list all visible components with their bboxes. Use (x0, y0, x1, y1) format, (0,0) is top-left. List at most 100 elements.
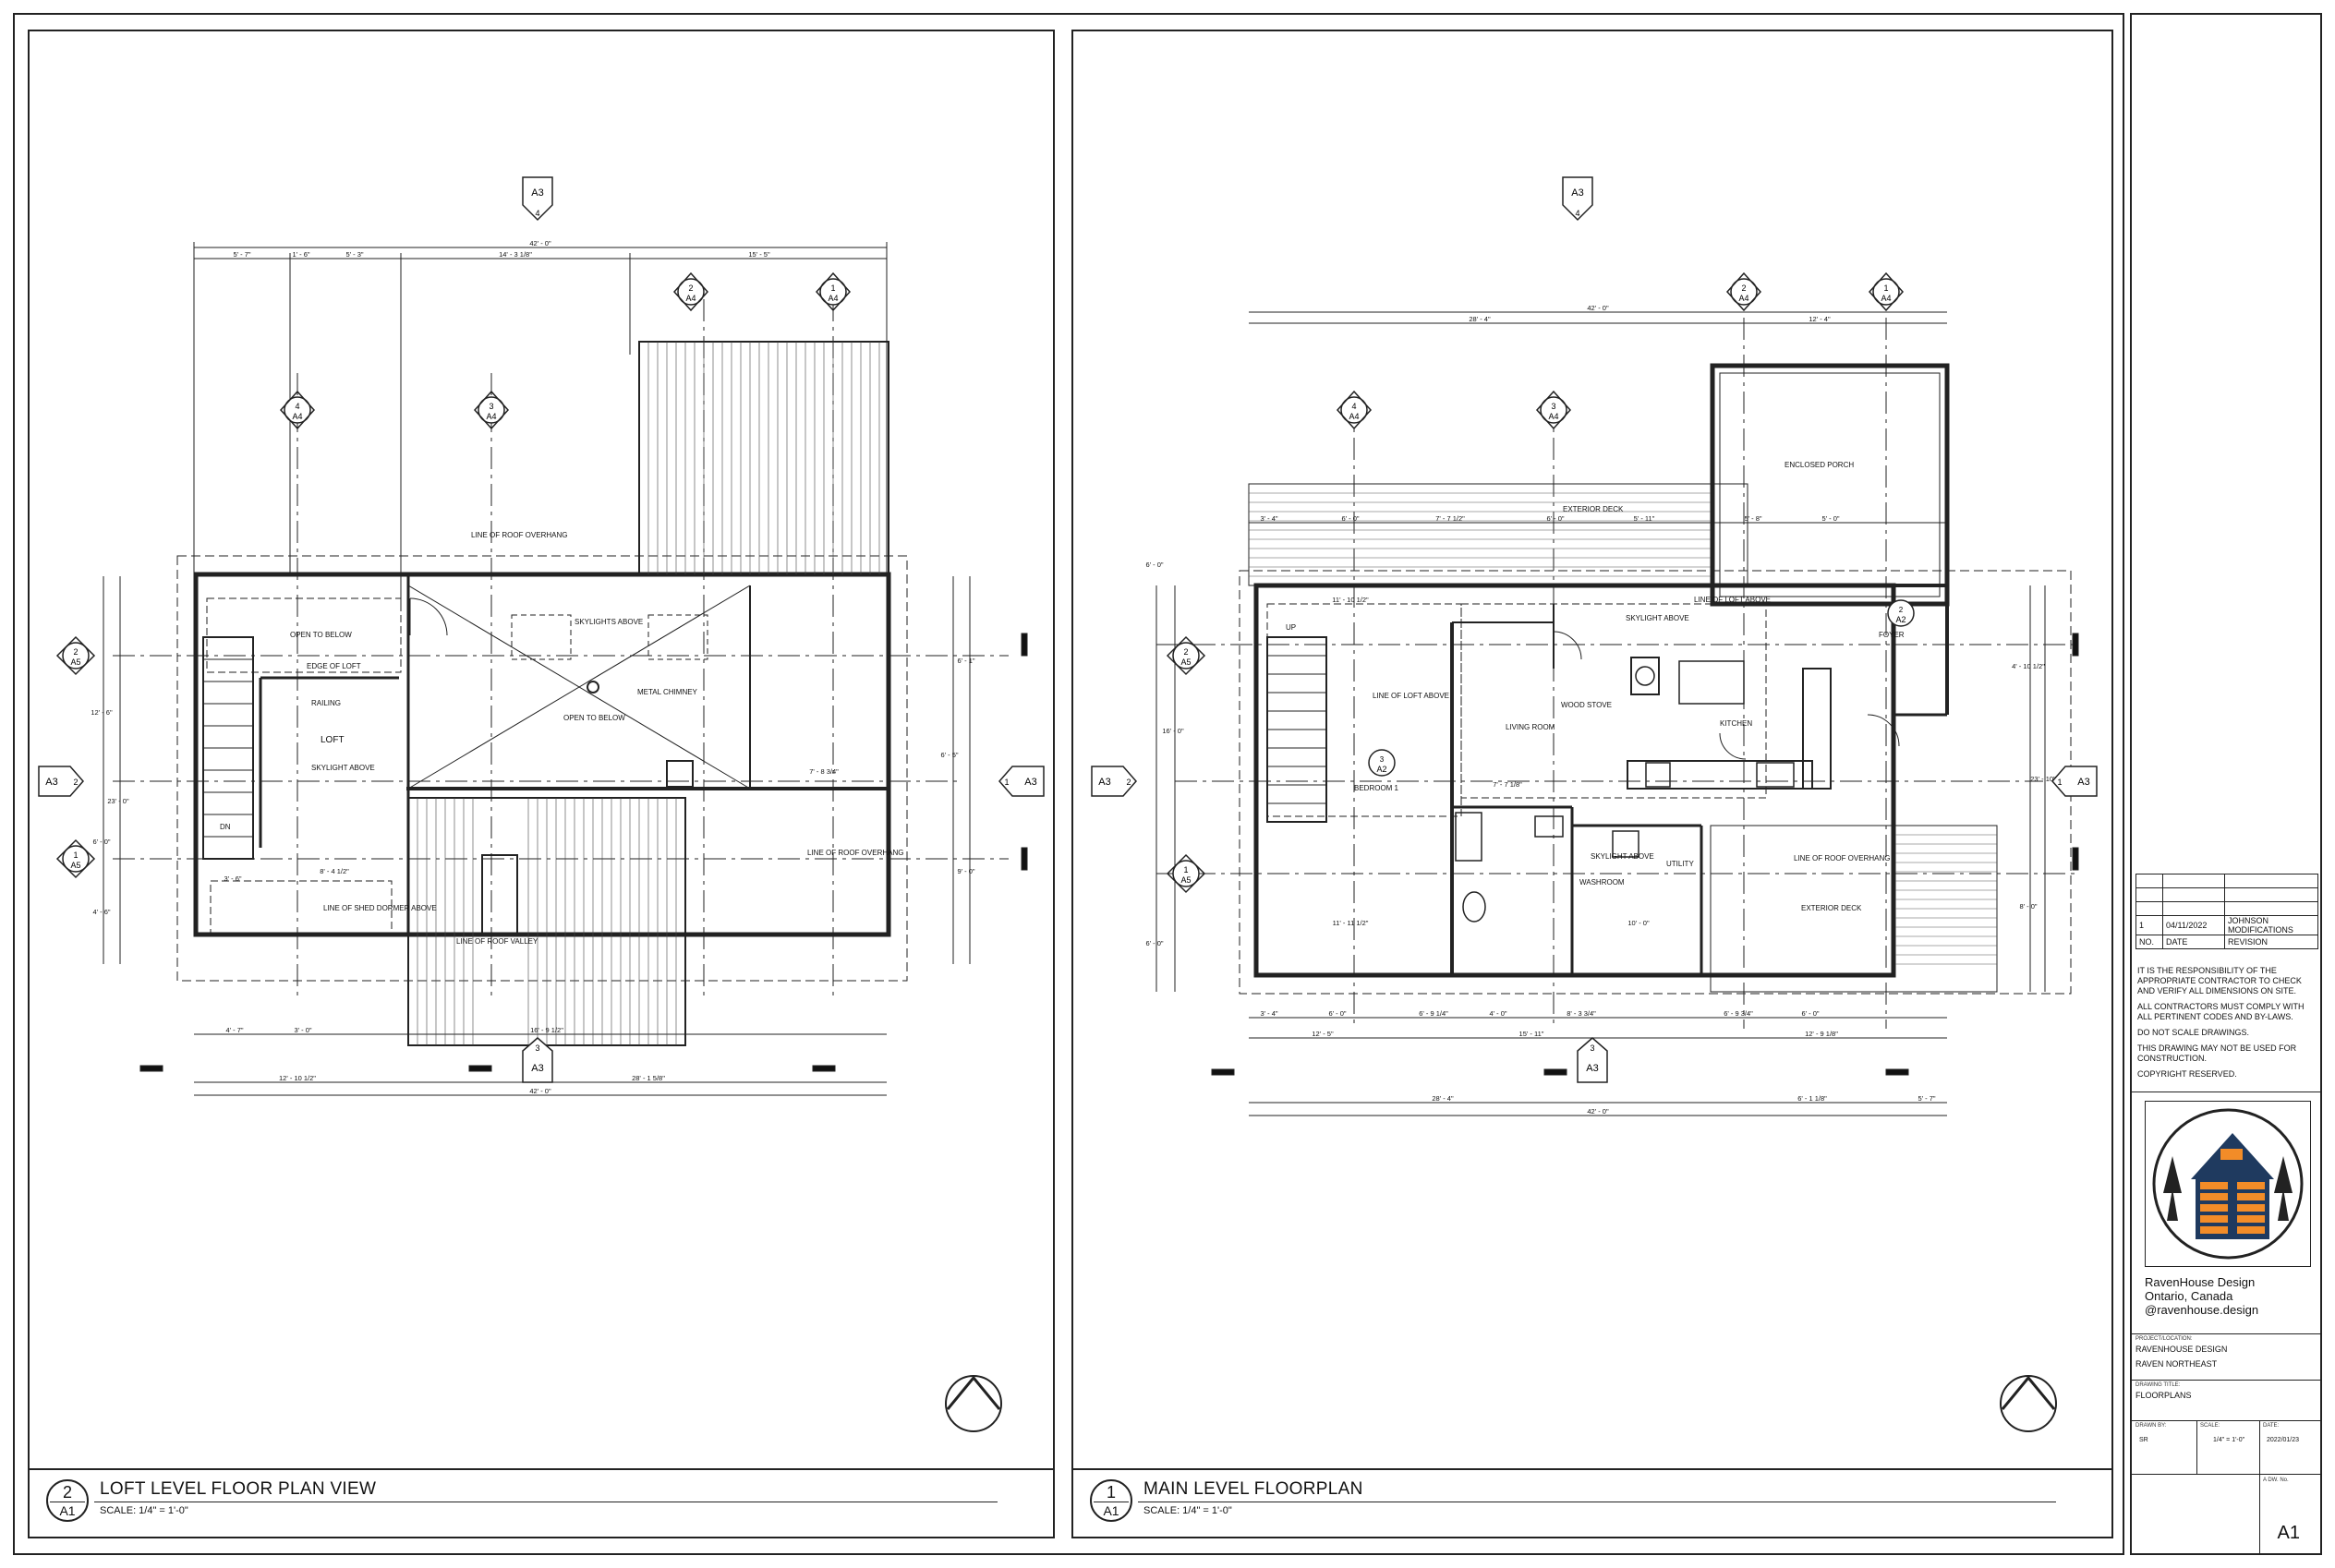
date-label: DATE: (2263, 1423, 2280, 1429)
loft-level-panel: A3 4 2 A4 1 A4 4 A4 3 A4 (28, 30, 1055, 1538)
svg-text:7' - 8 3/4": 7' - 8 3/4" (809, 767, 839, 776)
section-marker-right: A3 1 (2051, 766, 2098, 797)
svg-text:A5: A5 (1180, 657, 1191, 667)
svg-text:LINE OF LOFT ABOVE: LINE OF LOFT ABOVE (1373, 692, 1449, 700)
main-view-title: MAIN LEVEL FLOORPLAN (1143, 1479, 1363, 1499)
svg-text:SKYLIGHTS ABOVE: SKYLIGHTS ABOVE (575, 618, 643, 626)
svg-text:OPEN TO BELOW: OPEN TO BELOW (290, 631, 352, 639)
svg-text:A4: A4 (486, 412, 496, 421)
section-callout: A3 4 (1562, 176, 1593, 222)
revision-header-row: NO. DATE REVISION (2135, 935, 2318, 949)
main-view-scale: SCALE: 1/4" = 1'-0" (1143, 1505, 1232, 1516)
svg-text:7' - 7 1/8": 7' - 7 1/8" (1493, 780, 1522, 789)
elevation-callout: 2 A5 (1166, 635, 1206, 676)
svg-text:A4: A4 (1548, 412, 1558, 421)
svg-text:3: 3 (535, 1043, 539, 1053)
svg-text:BEDROOM 1: BEDROOM 1 (1354, 784, 1399, 792)
project-label: PROJECT/LOCATION: (2135, 1336, 2193, 1342)
section-marker-left: A3 2 (38, 766, 84, 797)
svg-text:5' - 11": 5' - 11" (1634, 514, 1655, 523)
svg-text:8' - 0": 8' - 0" (2019, 902, 2037, 911)
elevation-callout: 1 A4 (815, 271, 852, 312)
svg-text:4' - 0": 4' - 0" (1489, 1009, 1506, 1018)
project-line-1: RAVENHOUSE DESIGN (2135, 1345, 2228, 1354)
scale-value: 1/4" = 1'-0" (2213, 1437, 2245, 1443)
svg-text:A2: A2 (1895, 615, 1906, 624)
svg-text:A3: A3 (1024, 777, 1036, 788)
svg-text:LINE OF ROOF VALLEY: LINE OF ROOF VALLEY (456, 937, 538, 946)
svg-text:A3: A3 (1586, 1063, 1598, 1074)
scale-label: SCALE: (2200, 1423, 2220, 1429)
svg-text:12' - 9 1/8": 12' - 9 1/8" (1805, 1030, 1838, 1038)
svg-text:EXTERIOR DECK: EXTERIOR DECK (1801, 904, 1862, 912)
svg-text:1: 1 (1183, 865, 1188, 874)
svg-text:A3: A3 (2077, 777, 2089, 788)
svg-text:6' - 1 1/8": 6' - 1 1/8" (1797, 1094, 1827, 1103)
revision-table: 1 04/11/2022 JOHNSON MODIFICATIONS NO. D… (2135, 874, 2318, 949)
view-number-bubble: 1 A1 (1090, 1479, 1132, 1522)
svg-text:7' - 7 1/2": 7' - 7 1/2" (1435, 514, 1465, 523)
sheet-border (13, 13, 2124, 1555)
title-block: 1 04/11/2022 JOHNSON MODIFICATIONS NO. D… (2130, 13, 2322, 1555)
svg-text:WASHROOM: WASHROOM (1579, 878, 1625, 887)
svg-text:14' - 3 1/8": 14' - 3 1/8" (499, 250, 532, 259)
loft-view-title: LOFT LEVEL FLOOR PLAN VIEW (100, 1479, 377, 1499)
main-level-panel: A3 4 2 A4 1 A4 4 A4 3 A4 (1071, 30, 2113, 1538)
view-number-bubble: 2 A1 (46, 1479, 89, 1522)
svg-text:12' - 10 1/2": 12' - 10 1/2" (279, 1074, 316, 1082)
svg-text:12' - 5": 12' - 5" (1312, 1030, 1334, 1038)
svg-text:1: 1 (830, 283, 835, 293)
svg-text:DN: DN (220, 823, 231, 831)
elevation-callout: 1 A5 (1166, 853, 1206, 894)
svg-text:4: 4 (295, 402, 299, 411)
drawn-by-label: DRAWN BY: (2135, 1423, 2167, 1429)
svg-text:12' - 6": 12' - 6" (91, 708, 113, 717)
svg-text:LINE OF ROOF OVERHANG: LINE OF ROOF OVERHANG (471, 531, 567, 539)
company-info: RavenHouse Design Ontario, Canada @raven… (2145, 1275, 2259, 1317)
svg-text:28' - 4": 28' - 4" (1432, 1094, 1454, 1103)
revision-row: 1 04/11/2022 JOHNSON MODIFICATIONS (2135, 915, 2318, 935)
elevation-callout: 1 A5 (55, 838, 96, 879)
svg-text:3' - 4": 3' - 4" (1260, 1009, 1277, 1018)
svg-text:A3: A3 (45, 777, 57, 788)
svg-text:LIVING ROOM: LIVING ROOM (1506, 723, 1555, 731)
main-floor-plan: A3 4 2 A4 1 A4 4 A4 3 A4 (1091, 176, 2098, 1432)
svg-text:LINE OF SHED DORMER ABOVE: LINE OF SHED DORMER ABOVE (323, 904, 437, 912)
svg-text:A4: A4 (1881, 294, 1891, 303)
svg-text:EXTERIOR DECK: EXTERIOR DECK (1563, 505, 1624, 513)
date-value: 2022/01/23 (2267, 1437, 2300, 1443)
svg-text:2: 2 (1126, 778, 1131, 787)
ravenhouse-logo (2145, 1101, 2311, 1267)
svg-text:2: 2 (1899, 606, 1904, 614)
elevation-callout: 2 A4 (1725, 271, 1762, 312)
svg-text:FOYER: FOYER (1879, 631, 1905, 639)
section-callout: 3 A3 (1577, 1037, 1608, 1083)
north-arrow-icon (945, 1375, 1002, 1432)
svg-text:A2: A2 (1376, 765, 1386, 774)
svg-text:3: 3 (489, 402, 493, 411)
drawn-by: SR (2139, 1437, 2148, 1443)
svg-text:6' - 0": 6' - 0" (1145, 939, 1163, 947)
svg-text:42' - 0": 42' - 0" (529, 239, 551, 247)
section-marker-left: A3 2 (1091, 766, 1137, 797)
sheet-number-label: A DW. No. (2263, 1478, 2289, 1483)
svg-text:6' - 0": 6' - 0" (1801, 1009, 1819, 1018)
svg-text:A4: A4 (1738, 294, 1748, 303)
svg-text:WOOD STOVE: WOOD STOVE (1561, 701, 1612, 709)
svg-text:23' - 10": 23' - 10" (2030, 775, 2056, 783)
drawing-title-label: DRAWING TITLE: (2135, 1382, 2181, 1388)
svg-text:A4: A4 (685, 294, 696, 303)
svg-text:4' - 10 1/2": 4' - 10 1/2" (2012, 662, 2045, 670)
svg-text:5' - 7": 5' - 7" (1918, 1094, 1935, 1103)
svg-text:SKYLIGHT ABOVE: SKYLIGHT ABOVE (1591, 852, 1654, 861)
svg-text:LINE OF ROOF OVERHANG: LINE OF ROOF OVERHANG (807, 849, 903, 857)
svg-text:5' - 8": 5' - 8" (1744, 514, 1761, 523)
elevation-callout: 4 A4 (279, 390, 316, 430)
sheet-number: A1 (2277, 1523, 2300, 1543)
loft-floor-plan: A3 4 2 A4 1 A4 4 A4 3 A4 (38, 176, 1045, 1432)
svg-text:SKYLIGHT ABOVE: SKYLIGHT ABOVE (1626, 614, 1689, 622)
svg-text:A3: A3 (1571, 187, 1583, 199)
elevation-callout: 3 A4 (473, 390, 510, 430)
svg-text:5' - 7": 5' - 7" (233, 250, 250, 259)
elevation-callout: 4 A4 (1336, 390, 1373, 430)
